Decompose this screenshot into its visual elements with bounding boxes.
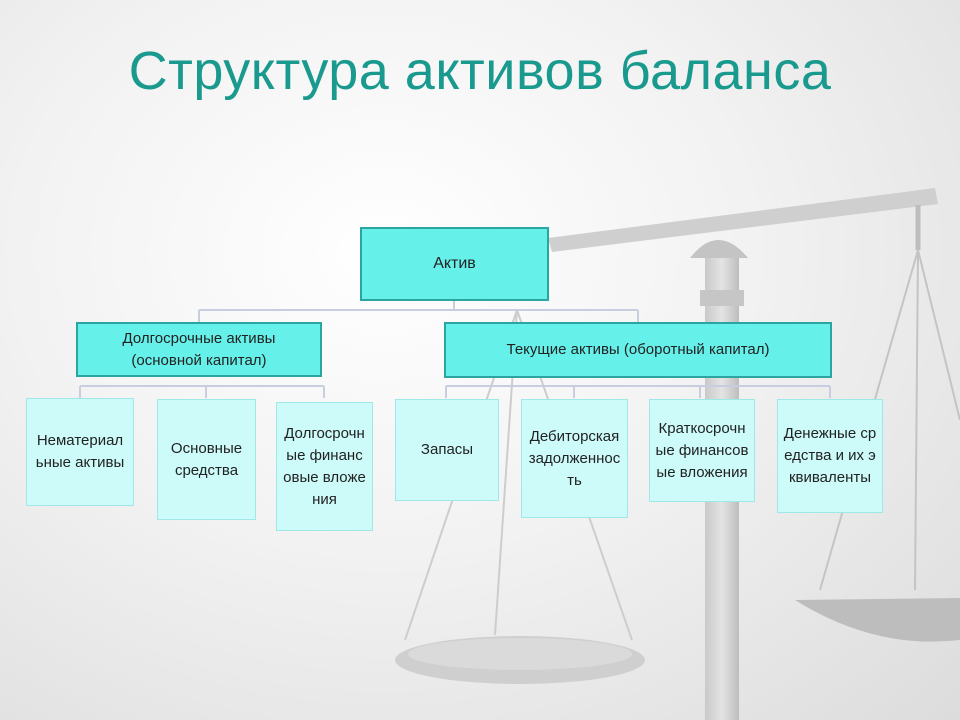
leaf-node-short-term-investments: Краткосрочные финансовые вложения (649, 399, 755, 502)
page-title: Структура активов баланса (128, 41, 832, 101)
root-node-assets: Актив (360, 227, 549, 301)
leaf-node-receivables: Дебиторская задолженность (521, 399, 628, 518)
leaf-node-cash-equivalents: Денежные средства и их эквиваленты (777, 399, 883, 513)
leaf-node-inventories: Запасы (395, 399, 499, 501)
leaf-node-intangible-assets: Нематериальные активы (26, 398, 134, 506)
leaf-node-fixed-assets: Основные средства (157, 399, 256, 520)
leaf-node-long-term-investments: Долгосрочные финансовые вложения (276, 402, 373, 531)
group-node-current-assets: Текущие активы (оборотный капитал) (444, 322, 832, 378)
group-node-long-term-assets: Долгосрочные активы (основной капитал) (76, 322, 322, 377)
